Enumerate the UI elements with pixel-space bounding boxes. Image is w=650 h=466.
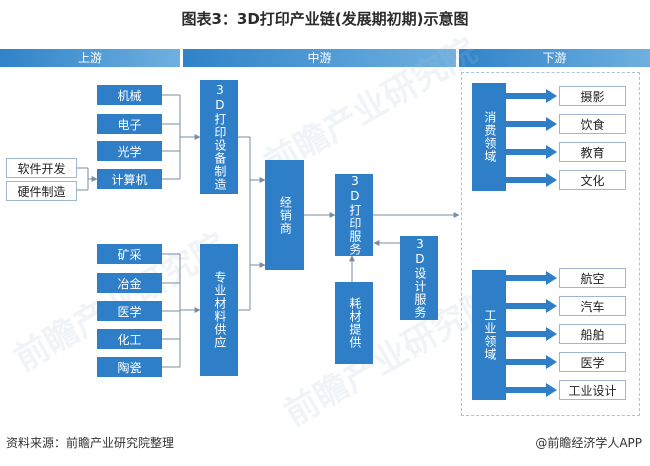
equipment-manufacturing-box: 3D打印设备制造 [200, 80, 238, 194]
consumer-field-box: 消费领域 [472, 83, 506, 191]
material-input-box: 矿采 [97, 244, 162, 264]
industry-item: 船舶 [559, 324, 626, 344]
material-input-box: 医学 [97, 301, 162, 321]
page-title: 图表3：3D打印产业链(发展期初期)示意图 [181, 10, 469, 28]
credit-note: @前瞻经济学人APP [535, 436, 642, 450]
downstream-band: 下游 [459, 49, 650, 67]
midstream-band: 中游 [183, 49, 456, 67]
input-box: 机械 [97, 85, 162, 105]
design-service-box: 3D设计服务 [400, 236, 438, 320]
consumables-box: 耗材提供 [335, 282, 373, 364]
industry-field-box: 工业领域 [472, 270, 506, 400]
consumer-item: 文化 [559, 170, 626, 190]
consumer-item: 教育 [559, 142, 626, 162]
consumer-item: 饮食 [559, 114, 626, 134]
input-box: 计算机 [97, 169, 162, 189]
distributor-box: 经销商 [265, 160, 304, 270]
input-box: 光学 [97, 141, 162, 161]
input-box: 电子 [97, 114, 162, 134]
printing-service-box: 3D打印服务 [335, 174, 373, 256]
industry-item: 医学 [559, 352, 626, 372]
downstream-frame [461, 72, 640, 416]
upstream-band: 上游 [0, 49, 180, 67]
industry-item: 汽车 [559, 296, 626, 316]
consumer-item: 摄影 [559, 86, 626, 106]
software-box: 软件开发 [6, 158, 77, 178]
hardware-box: 硬件制造 [6, 181, 77, 201]
material-input-box: 陶瓷 [97, 357, 162, 377]
industry-item: 工业设计 [559, 380, 626, 400]
material-input-box: 化工 [97, 329, 162, 349]
industry-item: 航空 [559, 268, 626, 288]
material-supply-box: 专业材料供应 [200, 244, 238, 376]
source-note: 资料来源：前瞻产业研究院整理 [6, 436, 175, 450]
material-input-box: 冶金 [97, 273, 162, 293]
